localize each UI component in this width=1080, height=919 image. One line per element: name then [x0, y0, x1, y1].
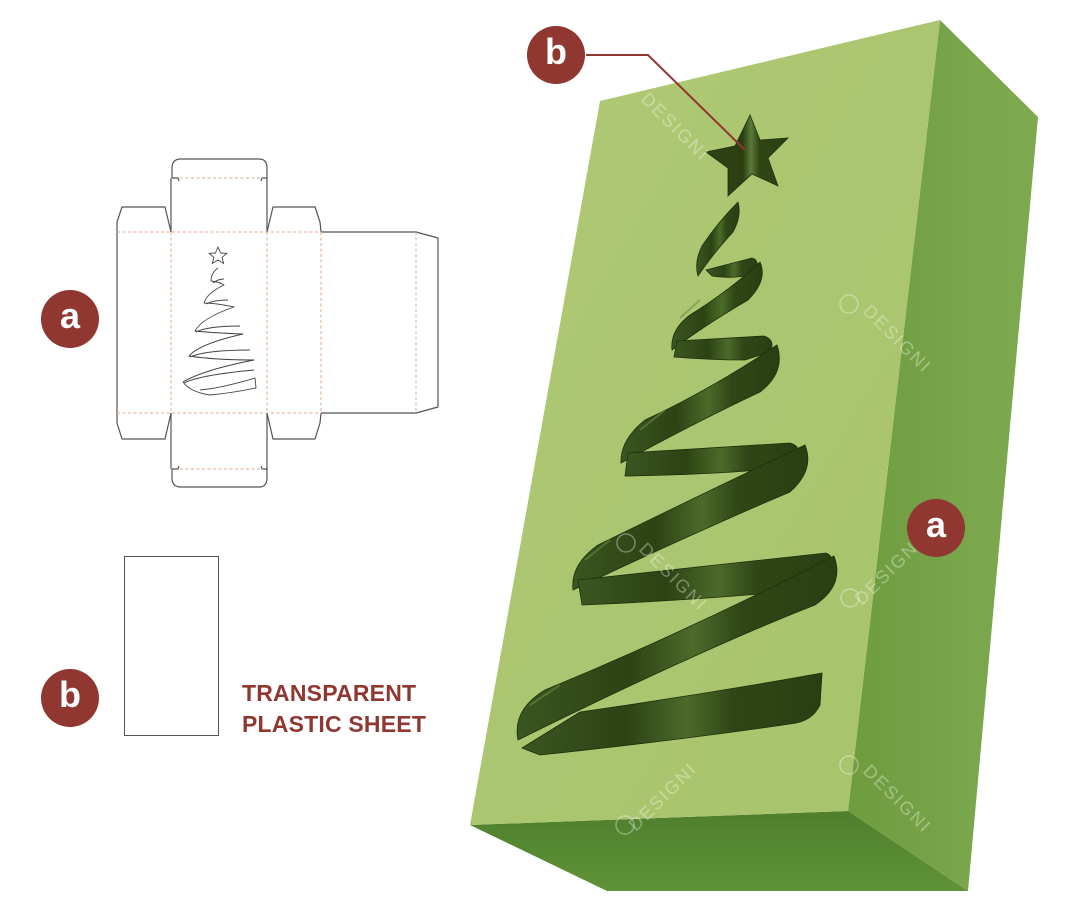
- caption-line-1: TRANSPARENT: [242, 680, 417, 706]
- dieline-right-dust-flap: [266, 206, 322, 233]
- caption-line-2: PLASTIC SHEET: [242, 711, 427, 737]
- dieline-bottom-tuck-flap: [171, 469, 268, 488]
- badge-box-side-a-label: a: [925, 504, 947, 545]
- box-right-face: [848, 20, 1038, 891]
- plastic-sheet-template: [124, 556, 219, 736]
- badge-box-star-b: b: [527, 26, 585, 84]
- dieline-star-icon: [208, 246, 228, 264]
- badge-dieline-a-label: a: [59, 295, 81, 336]
- badge-sheet-b-label: b: [59, 674, 81, 715]
- leader-line: [586, 54, 746, 151]
- plastic-sheet-caption: TRANSPARENT PLASTIC SHEET: [242, 678, 426, 740]
- badge-box-star-b-label: b: [545, 31, 567, 72]
- dieline-tree-cutout: [182, 246, 257, 396]
- badge-sheet-b: b: [41, 669, 99, 727]
- badge-dieline-a: a: [41, 290, 99, 348]
- tree-cutout: [516, 201, 838, 756]
- box-bottom-face: [470, 811, 968, 891]
- star-cutout-icon: [705, 114, 790, 197]
- dieline-left-dust-flap: [116, 206, 172, 233]
- dieline-top-tuck-flap: [171, 158, 268, 178]
- box-front-face: [470, 20, 940, 825]
- badge-box-side-a: a: [907, 499, 965, 557]
- dieline-glue-flap: [321, 231, 439, 414]
